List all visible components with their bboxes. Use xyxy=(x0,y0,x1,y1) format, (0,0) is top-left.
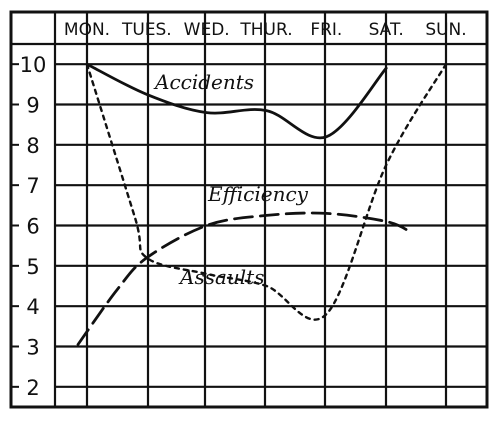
series-line-efficiency xyxy=(76,211,412,346)
y-tick-label-8: 8 xyxy=(26,134,39,158)
y-tick-label-10: 10 xyxy=(20,53,47,77)
y-tick-label-9: 9 xyxy=(26,94,39,118)
series-line-accidents xyxy=(85,62,388,140)
y-tick-label-6: 6 xyxy=(26,215,39,239)
y-tick-label-5: 5 xyxy=(26,255,39,279)
x-tick-label-4: FRI. xyxy=(310,20,342,40)
x-tick-label-2: WED. xyxy=(184,20,230,40)
x-tick-label-1: TUES. xyxy=(121,20,172,40)
x-tick-label-5: SAT. xyxy=(369,20,404,40)
series-label-efficiency: Efficiency xyxy=(207,182,309,206)
y-tick-label-2: 2 xyxy=(26,376,39,400)
x-tick-label-3: THUR. xyxy=(239,20,292,40)
x-tick-label-6: SUN. xyxy=(425,20,466,40)
y-tick-label-4: 4 xyxy=(26,295,39,319)
series-label-assaults: Assaults xyxy=(178,265,264,289)
series-line-assaults xyxy=(85,63,448,321)
chart-frame xyxy=(9,10,489,409)
y-tick-label-3: 3 xyxy=(26,336,39,360)
series-label-accidents: Accidents xyxy=(153,70,254,94)
y-tick-label-7: 7 xyxy=(26,174,39,198)
x-tick-label-0: MON. xyxy=(64,20,110,40)
